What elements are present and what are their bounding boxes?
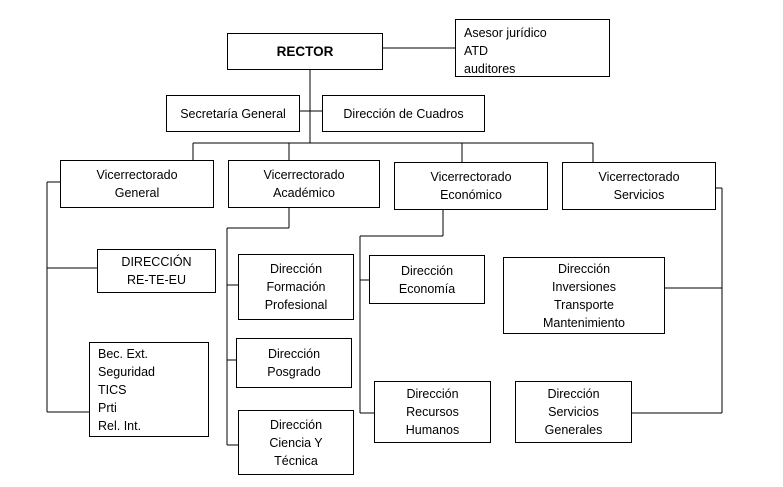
varios-line: TICS xyxy=(98,382,127,397)
rector-label: RECTOR xyxy=(276,43,334,59)
vicerrectorado-economico-box: Vicerrectorado Económico xyxy=(394,162,548,210)
economia-line: Economía xyxy=(398,281,456,296)
direccion-servicios-generales-box: Dirección Servicios Generales xyxy=(515,381,632,443)
vr-servicios-line: Servicios xyxy=(613,188,665,202)
varios-line: Seguridad xyxy=(98,364,155,379)
direccion-inversiones-box: Dirección Inversiones Transporte Manteni… xyxy=(503,257,665,334)
ciencia-line: Ciencia Y xyxy=(269,435,323,450)
direccion-ciencia-box: Dirección Ciencia Y Técnica xyxy=(238,410,354,475)
inversiones-line: Inversiones xyxy=(552,279,616,294)
vr-economico-line: Vicerrectorado xyxy=(430,170,512,184)
rrhh-line: Humanos xyxy=(405,423,460,437)
varios-line: Prti xyxy=(98,400,117,415)
vr-academico-line: Académico xyxy=(273,186,335,200)
ciencia-line: Técnica xyxy=(274,453,318,468)
vr-general-line: Vicerrectorado xyxy=(96,168,178,182)
cuadros-box: Dirección de Cuadros xyxy=(322,95,485,132)
ciencia-line: Dirección xyxy=(269,417,323,432)
vr-general-line: General xyxy=(114,186,160,200)
servgen-line: Dirección xyxy=(547,387,600,401)
formacion-line: Formación xyxy=(266,280,326,294)
secretaria-box: Secretaría General xyxy=(166,95,300,132)
formacion-line: Profesional xyxy=(264,298,328,312)
economia-line: Dirección xyxy=(400,263,454,278)
posgrado-line: Posgrado xyxy=(267,365,321,379)
inversiones-line: Mantenimiento xyxy=(543,315,625,330)
asesor-line: Asesor jurídico xyxy=(464,26,547,40)
vicerrectorado-servicios-box: Vicerrectorado Servicios xyxy=(562,162,716,210)
direccion-economia-box: Dirección Economía xyxy=(369,255,485,304)
direccion-posgrado-box: Dirección Posgrado xyxy=(236,338,352,388)
varios-line: Bec. Ext. xyxy=(98,346,149,361)
asesor-box: Asesor jurídico ATD auditores xyxy=(455,19,610,77)
vr-academico-line: Vicerrectorado xyxy=(263,168,345,182)
posgrado-line: Dirección xyxy=(267,347,321,361)
vr-servicios-line: Vicerrectorado xyxy=(598,170,680,184)
formacion-line: Dirección xyxy=(269,262,323,276)
servgen-line: Servicios xyxy=(548,405,599,419)
vr-economico-line: Económico xyxy=(440,188,502,202)
direccion-formacion-box: Dirección Formación Profesional xyxy=(238,254,354,320)
direccion-reteeu-box: DIRECCIÓN RE-TE-EU xyxy=(97,249,216,293)
secretaria-label: Secretaría General xyxy=(180,106,286,121)
reteeu-line: RE-TE-EU xyxy=(126,273,187,287)
reteeu-line: DIRECCIÓN xyxy=(121,255,192,269)
vicerrectorado-general-box: Vicerrectorado General xyxy=(60,160,214,208)
inversiones-line: Transporte xyxy=(554,297,614,312)
direccion-rrhh-box: Dirección Recursos Humanos xyxy=(374,381,491,443)
cuadros-label: Dirección de Cuadros xyxy=(343,106,464,121)
varios-box: Bec. Ext. Seguridad TICS Prti Rel. Int. xyxy=(89,342,209,437)
asesor-line: ATD xyxy=(464,44,489,58)
asesor-line: auditores xyxy=(464,62,516,76)
rrhh-line: Dirección xyxy=(406,387,459,401)
servgen-line: Generales xyxy=(544,423,603,437)
inversiones-line: Dirección xyxy=(557,261,611,276)
vicerrectorado-academico-box: Vicerrectorado Académico xyxy=(228,160,380,208)
rrhh-line: Recursos xyxy=(406,405,459,419)
varios-line: Rel. Int. xyxy=(98,418,142,433)
rector-box: RECTOR xyxy=(227,33,383,70)
